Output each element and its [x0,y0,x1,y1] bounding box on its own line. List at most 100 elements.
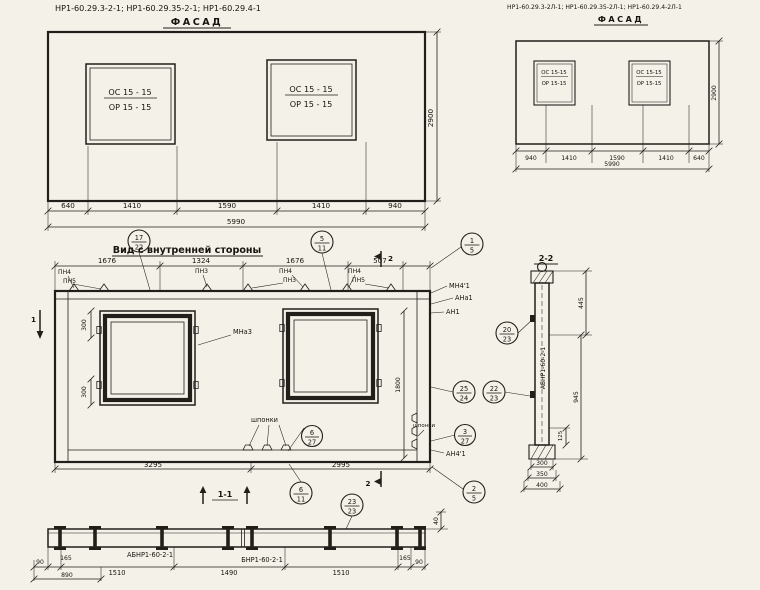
section-2-2-part-mark: АБНР1-60-2-1 [540,347,547,390]
dim-label: 300 [536,460,548,467]
mna3-leader [197,334,232,346]
callout-bottom: 23 [348,508,356,516]
facade-right-window-2: ОС 15-15 ОР 15-15 [628,60,671,106]
callouts: 17 22 5 11 1 5 20 23 25 24 22 23 6 27 3 … [127,229,534,530]
inner-bottom-dimensions [51,462,434,473]
callout-17-22: 17 22 [127,229,151,253]
callout-bottom: 11 [318,245,326,253]
callout-2-5: 2 5 [462,480,486,504]
callout-bottom: 23 [490,395,498,403]
dim-label: 3295 [144,460,162,469]
section-label-1-1: 1-1 [218,489,233,499]
embed-label-mna3: МНа3 [233,328,252,336]
window-mark-os: ОС 15 - 15 [108,87,151,97]
dim-label: 90 [36,559,44,566]
inner-panel-ribs [56,291,429,462]
facade-left-window-2: ОС 15 - 15 ОР 15 - 15 [266,59,357,141]
dim-label: 400 [536,482,548,489]
pn-leader-lines [67,274,390,290]
callout-23-23: 23 23 [340,493,364,517]
callout-5-11: 5 11 [310,230,334,254]
dim-label: 1410 [561,155,577,162]
dim-label: 2995 [332,460,350,469]
right-label-leaders [430,285,454,454]
facade-left-dimension-lines [44,28,441,231]
dim-label: 940 [388,201,402,210]
dim-label: 890 [61,572,73,579]
embed-label-pn4: ПН4 [58,269,71,276]
facade-left-window-1: ОС 15 - 15 ОР 15 - 15 [85,63,176,145]
section-mark-label: 2 [365,479,370,488]
dim-label: 1510 [333,569,350,577]
section-mark-label: 2 [388,254,393,263]
facade-right-window-1: ОС 15-15 ОР 15-15 [533,60,576,106]
embed-label-mn41: МН4'1 [449,282,470,290]
dim-total-label: 5990 [227,217,246,226]
section-1-1-part-mark-a: АБНР1-60-2-1 [127,551,173,559]
callout-bottom: 27 [308,439,316,447]
section-mark-1-left: 1 [31,310,44,339]
inner-window-2 [279,308,382,404]
section-mark-label: 1 [31,315,36,324]
section-mark-2-bottom: 2 [365,471,382,488]
dim-label: 1490 [221,569,238,577]
embed-label-pn5: ПН5 [352,277,365,284]
dim-label: 945 [573,391,580,403]
facade-left-header: НР1-60.29.3-2-1; НР1-60.29.35-2-1; НР1-6… [55,3,261,13]
callout-top: 6 [310,429,314,437]
dim-height-label: 2900 [711,85,718,101]
dim-total-label: 5990 [604,161,620,168]
section-1-1-outline [47,528,426,548]
facade-left-panel-outline [46,30,427,203]
callout-6-11: 6 11 [289,481,313,505]
callout-bottom: 5 [472,495,476,503]
callout-1-5: 1 5 [460,232,484,256]
dim-label: 1590 [609,155,625,162]
dim-label: 40 [433,517,440,525]
dim-label: 940 [525,155,537,162]
dim-label: 1410 [658,155,674,162]
inner-panel-outline [53,289,432,464]
window-mark-or: ОР 15-15 [542,81,567,87]
section-1-1: АБНР1-60-2-1 БНР1-60-2-1 90 165 1510 149… [30,508,448,583]
callout-top: 22 [490,385,498,393]
callout-20-23: 20 23 [495,321,519,345]
section-1-1-dimensions [30,508,448,583]
callout-bottom: 11 [297,496,305,504]
facade-left-title: ФАСАД [171,17,223,28]
facade-right-title: ФАСАД [598,14,644,24]
embed-label-an1: АН1 [446,308,460,316]
dim-label: 507 [373,256,387,265]
callout-bottom: 22 [135,244,143,252]
inner-window-1 [96,310,199,406]
section-2-2-title: 2-2 [539,253,554,263]
facade-left: НР1-60.29.3-2-1; НР1-60.29.35-2-1; НР1-6… [44,3,441,231]
inner-view-title: Вид с внутренней стороны [113,245,261,256]
section-2-2-profile [528,261,556,460]
section-mark-1-1-bottom: 1-1 [199,486,251,504]
inner-vertical-dims [87,307,408,462]
dim-label: 165 [399,555,411,562]
inner-view: Вид с внутренней стороны 1676 1324 1676 … [31,245,473,504]
dim-label: 125 [558,431,564,441]
callout-top: 17 [135,234,143,242]
dim-label: 1510 [109,569,126,577]
window-mark-or: ОР 15 - 15 [290,99,333,109]
callout-bottom: 23 [503,336,511,344]
dim-label: 1410 [312,201,331,210]
callout-22-23: 22 23 [482,380,506,404]
callout-bottom: 24 [460,395,468,403]
dim-label: 1590 [218,201,237,210]
window-mark-or: ОР 15-15 [637,81,662,87]
embed-label-pn5: ПН5 [63,278,76,285]
facade-right-header: НР1-60.29.3-2Л-1; НР1-60.29.35-2Л-1; НР1… [507,4,682,11]
callout-bottom: 27 [461,438,469,446]
embed-label-pn4: ПН4 [279,268,292,275]
dim-label: 1676 [286,256,305,265]
section-2-2-dimensions [520,267,592,493]
callout-top: 3 [463,428,467,436]
embed-label-pn3: ПН3 [195,268,208,275]
section-mark-2-top: 2 [374,251,393,267]
window-mark-os: ОС 15 - 15 [289,84,332,94]
